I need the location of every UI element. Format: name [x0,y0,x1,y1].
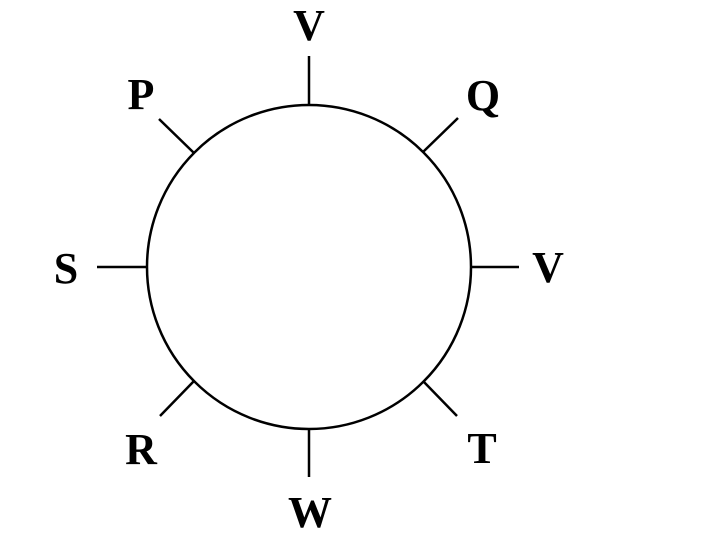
seat-label-bottom-right: T [467,424,496,473]
seat-tick-top-left [158,118,195,154]
seat-tick-bottom-right [422,380,458,417]
seat-label-right: V [532,243,564,292]
seat-label-top: V [293,1,325,50]
seat-tick-bottom-left [159,380,195,417]
seat-label-left: S [54,244,78,293]
seat-label-top-right: Q [466,71,500,120]
seat-tick-top-right [422,117,459,153]
seat-label-top-left: P [128,70,155,119]
seat-label-bottom: W [288,488,332,537]
seat-label-bottom-left: R [125,425,158,474]
round-table [145,103,473,431]
